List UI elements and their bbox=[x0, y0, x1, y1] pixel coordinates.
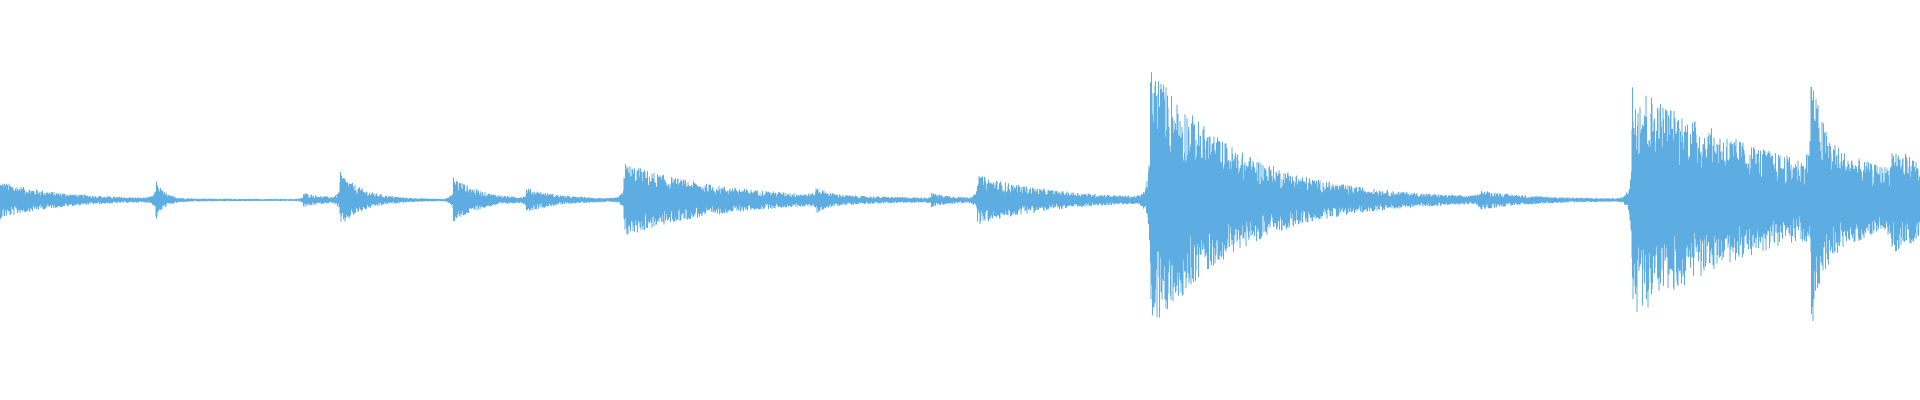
waveform-trace bbox=[0, 72, 1920, 321]
